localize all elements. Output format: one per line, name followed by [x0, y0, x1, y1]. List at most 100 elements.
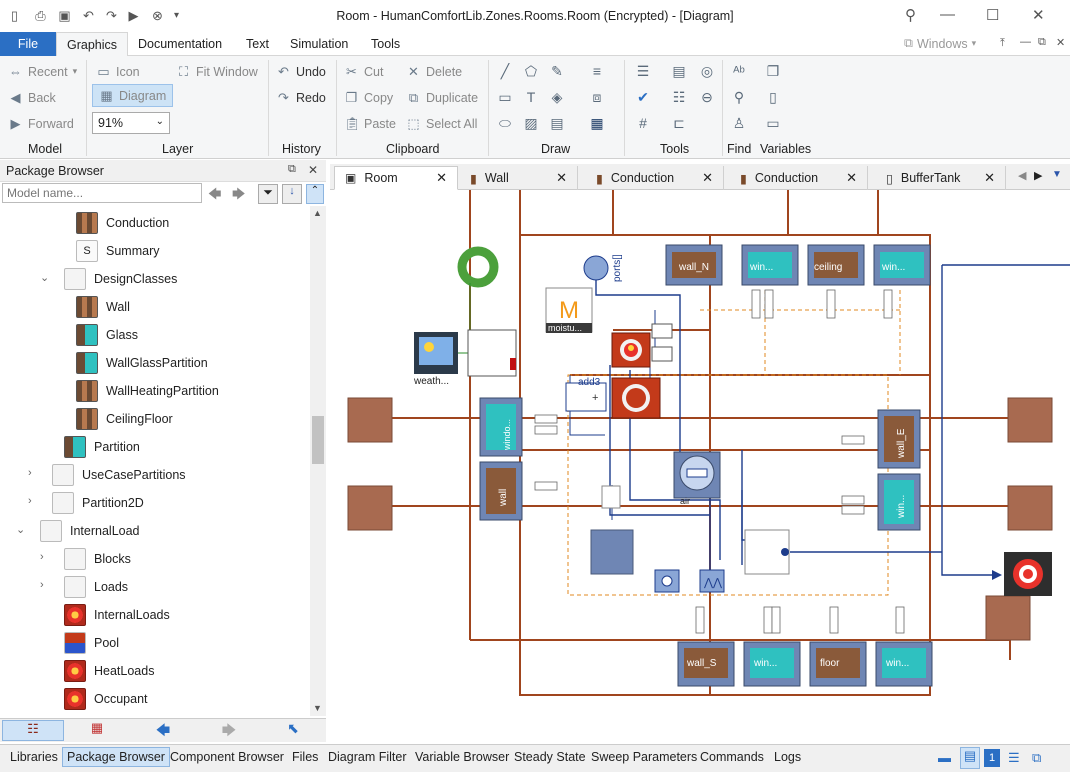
tab-text[interactable]: Text — [246, 37, 269, 51]
maximize-button[interactable]: ☐ — [986, 7, 1000, 24]
grid-icon[interactable]: # — [639, 115, 647, 131]
search-icon[interactable]: ⚲ — [905, 7, 916, 24]
tab-variable-browser[interactable]: Variable Browser — [415, 750, 510, 764]
layout-1-icon[interactable]: ▬ — [938, 750, 951, 765]
route-icon[interactable]: ⊏ — [673, 115, 685, 131]
tab-diagram-filter[interactable]: Diagram Filter — [328, 750, 407, 764]
fill-icon[interactable]: ◈ — [551, 89, 563, 105]
icon-layer-button[interactable]: ▭Icon — [97, 64, 140, 79]
tab-list-icon[interactable]: ▼ — [1052, 169, 1062, 180]
model-search-input[interactable] — [2, 183, 202, 203]
ports-connector[interactable] — [583, 255, 609, 281]
scroll-up-icon[interactable]: ▲ — [313, 208, 322, 218]
check-model-icon[interactable]: ☰ — [636, 63, 650, 79]
tree-item[interactable]: ›Loads — [40, 573, 128, 601]
check-icon[interactable]: ✔ — [637, 89, 649, 105]
file-menu[interactable]: File — [0, 32, 56, 56]
back-arrow-icon[interactable]: 🡄︎ — [208, 186, 222, 201]
tree-item[interactable]: ⌄InternalLoad — [16, 517, 140, 545]
tab-tools[interactable]: Tools — [371, 37, 401, 51]
tree-item[interactable]: HeatLoads — [64, 657, 154, 685]
pen-icon[interactable]: ✎ — [551, 63, 563, 79]
ext-port-w1[interactable] — [347, 397, 393, 443]
diagram-canvas[interactable]: weath... M moistu... ports[] add3 + air … — [330, 190, 1070, 742]
tree-item[interactable]: Conduction — [76, 209, 169, 237]
ext-port-e2[interactable] — [1007, 485, 1053, 531]
tab-wall[interactable]: ▮Wall✕ — [460, 166, 578, 190]
tree-item[interactable]: ›Blocks — [40, 545, 131, 573]
back-button[interactable]: ◀Back — [8, 90, 56, 105]
save-icon[interactable]: ▣ — [58, 7, 71, 23]
close-tab-icon[interactable]: ✕ — [556, 170, 567, 185]
scroll-thumb[interactable] — [312, 416, 324, 464]
locate-icon[interactable]: ⬉ — [287, 720, 299, 736]
undo-button[interactable]: ↶Undo — [276, 64, 326, 79]
diagram-layer-button[interactable]: ▦Diagram — [92, 84, 174, 107]
ext-port-w2[interactable] — [347, 485, 393, 531]
close-tab-icon[interactable]: ✕ — [984, 170, 995, 185]
close-doc-icon[interactable]: ✕ — [1056, 37, 1066, 49]
blank-icon[interactable]: ▭ — [766, 115, 780, 131]
cut-button[interactable]: ✂Cut — [344, 64, 383, 79]
tab-logs[interactable]: Logs — [774, 750, 802, 764]
tab-steady-state[interactable]: Steady State — [514, 750, 586, 764]
simulate-icon[interactable]: ▶ — [128, 7, 139, 23]
tab-simulation[interactable]: Simulation — [290, 37, 349, 51]
sensor-block[interactable] — [467, 329, 517, 377]
collapsed-chevron-icon[interactable]: › — [40, 551, 44, 563]
fit-window-button[interactable]: ⛶Fit Window — [176, 64, 258, 79]
collapsed-chevron-icon[interactable]: › — [28, 495, 32, 507]
polygon-icon[interactable]: ⬠ — [524, 63, 538, 79]
tree-item[interactable]: ›UseCasePartitions — [28, 461, 186, 489]
tab-libraries[interactable]: Libraries — [10, 750, 58, 764]
restore-doc-icon[interactable]: ⧉ — [1038, 36, 1046, 48]
tree-item[interactable]: InternalLoads — [64, 601, 170, 629]
redo-button[interactable]: ↷Redo — [276, 90, 326, 105]
ellipse-icon[interactable]: ⬭ — [499, 115, 511, 131]
select-all-button[interactable]: ⬚Select All — [407, 116, 478, 131]
add3-block[interactable] — [565, 382, 607, 412]
copy-button[interactable]: ❐Copy — [345, 90, 394, 105]
tree-item[interactable]: Wall — [76, 293, 130, 321]
min-doc-icon[interactable]: — — [1020, 36, 1031, 48]
tree-item[interactable]: WallGlassPartition — [76, 349, 208, 377]
parameters-icon[interactable]: ▤ — [672, 63, 686, 79]
tab-scroll-right-icon[interactable]: ▶ — [1034, 170, 1043, 182]
new-file-icon[interactable]: ▯ — [10, 7, 19, 23]
document-icon[interactable]: ▯ — [769, 89, 777, 105]
recent-button[interactable]: ⇔Recent▾ — [9, 64, 78, 79]
delete-button[interactable]: ✕Delete — [406, 64, 462, 79]
sort-icon[interactable]: ↓ — [282, 184, 302, 204]
expanded-chevron-icon[interactable]: ⌄ — [16, 524, 26, 536]
tab-package-browser[interactable]: Package Browser — [62, 747, 170, 767]
close-window-button[interactable]: ✕ — [1032, 7, 1045, 24]
icon-view-icon[interactable]: ▦ — [90, 720, 104, 735]
layout-3-icon[interactable]: 1 — [984, 749, 1000, 767]
tree-item[interactable]: Partition — [64, 433, 140, 461]
diagram-svg[interactable]: weath... M moistu... ports[] add3 + air … — [330, 190, 1070, 742]
tab-files[interactable]: Files — [292, 750, 319, 764]
tab-buffertank[interactable]: ▯BufferTank✕ — [876, 166, 1006, 190]
stop-icon[interactable]: ⊗ — [152, 7, 163, 23]
image-icon[interactable]: ▨ — [524, 115, 538, 131]
layout-5-icon[interactable]: ⧉ — [1032, 750, 1042, 765]
tab-sweep-parameters[interactable]: Sweep Parameters — [591, 750, 698, 764]
tree-item[interactable]: WallHeatingPartition — [76, 377, 219, 405]
forward-arrow-icon[interactable]: 🡆︎ — [232, 186, 246, 201]
float-panel-icon[interactable]: ⧉ — [288, 163, 296, 175]
tree-item[interactable]: ›Partition2D — [28, 489, 144, 517]
tab-graphics[interactable]: Graphics — [56, 32, 129, 57]
expanded-chevron-icon[interactable]: ⌄ — [40, 272, 50, 284]
line-style-icon[interactable]: ▤ — [550, 115, 564, 131]
variables-icon[interactable]: ❐ — [766, 63, 780, 79]
windows-dropdown[interactable]: ⧉ Windows ▾ — [904, 36, 977, 51]
forward-button[interactable]: ▶Forward — [8, 116, 74, 131]
line-icon[interactable]: ╱ — [500, 63, 510, 79]
open-file-icon[interactable]: ⎙ — [35, 7, 46, 23]
scroll-down-icon[interactable]: ▼ — [313, 703, 322, 713]
list-icon[interactable]: ☷ — [672, 89, 686, 105]
ext-port-e1[interactable] — [1007, 397, 1053, 443]
tree-view-icon[interactable]: ☷ — [2, 720, 64, 741]
undo-icon[interactable]: ↶ — [83, 7, 94, 23]
